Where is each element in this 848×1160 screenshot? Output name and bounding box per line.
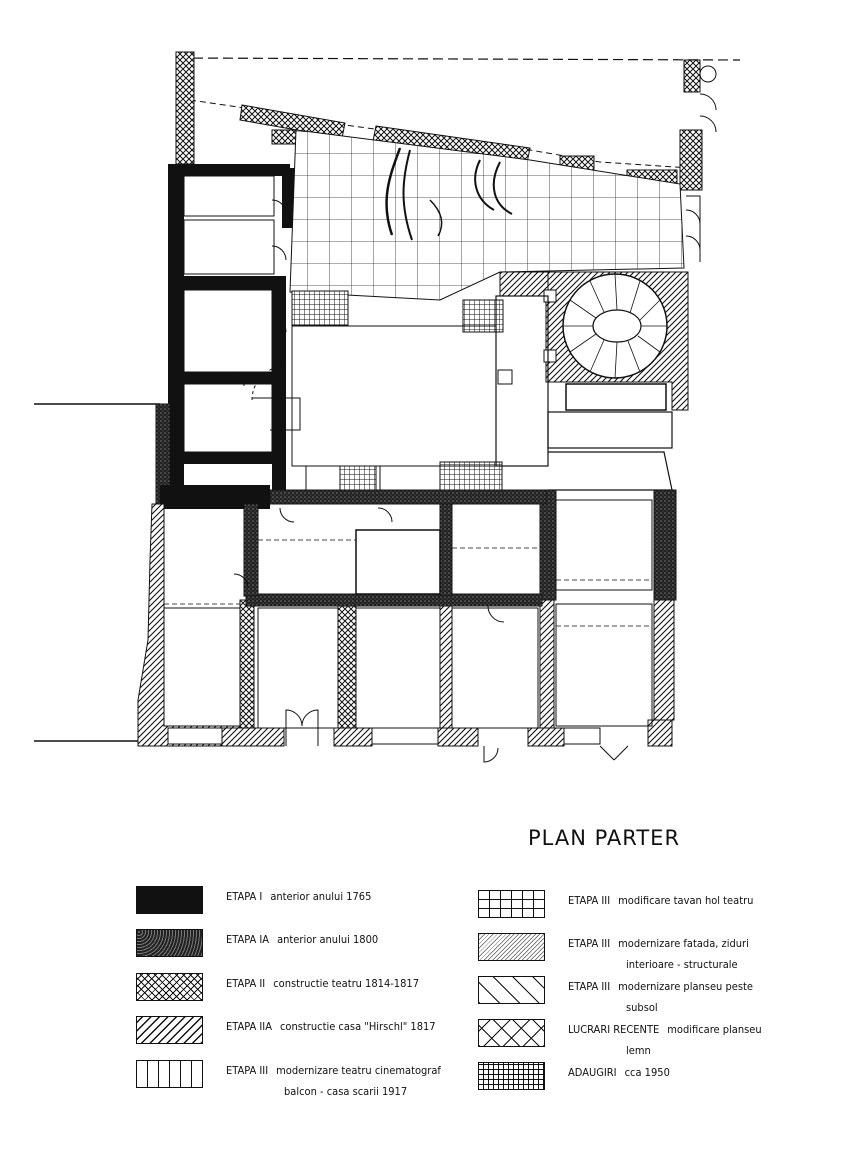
ne-corner-features <box>685 65 717 262</box>
legend-swatch-light-stipple <box>478 933 545 961</box>
legend-swatch-crosshatch <box>136 973 203 1001</box>
legend-text: modernizare fatada, ziduri <box>618 937 749 950</box>
legend-swatch-wide-diagonal <box>478 976 545 1004</box>
legend-code: ETAPA I <box>226 890 263 903</box>
legend-text: constructie casa "Hirschl" 1817 <box>279 1020 436 1033</box>
legend-text: modernizare teatru cinematograf <box>276 1064 441 1077</box>
legend-swatch-fine-grid <box>478 1062 545 1090</box>
east-wing-etapa-2a <box>497 271 689 411</box>
legend-text: anterior anului 1800 <box>277 933 379 946</box>
legend-swatch-vertical-lines <box>136 1060 203 1088</box>
legend-code: ETAPA III <box>568 894 611 907</box>
legend-code: ETAPA II <box>226 977 266 990</box>
legend-text: modificare tavan hol teatru <box>618 894 754 907</box>
legend-text: constructie teatru 1814-1817 <box>273 977 419 990</box>
legend-swatch-dense-stipple <box>136 929 203 957</box>
floor-plan <box>34 51 741 763</box>
legend-code: ETAPA IIA <box>226 1020 272 1033</box>
legend-code: ETAPA IA <box>226 933 270 946</box>
site-boundary <box>34 57 741 742</box>
plan-title: PLAN PARTER <box>528 826 681 850</box>
additions-adaugiri <box>291 290 504 495</box>
legend-swatch-diagonal-hatch <box>136 1016 203 1044</box>
legend-text-2: interioare - structurale <box>626 958 738 971</box>
east-lobby <box>495 295 673 491</box>
legend-text-2: subsol <box>626 1001 658 1014</box>
legend-code: ETAPA III <box>226 1064 269 1077</box>
legend-swatch-grid <box>478 890 545 918</box>
legend-text-2: lemn <box>626 1044 651 1057</box>
legend-text: modificare planseu <box>667 1023 762 1036</box>
legend-code: LUCRARI RECENTE <box>568 1023 660 1036</box>
west-wing-rooms <box>183 175 287 453</box>
legend-text: modernizare planseu peste <box>618 980 753 993</box>
legend-text-2: balcon - casa scarii 1917 <box>284 1085 408 1098</box>
legend-code: ETAPA III <box>568 937 611 950</box>
legend-swatch-wide-crosshatch <box>478 1019 545 1047</box>
legend-swatch-solid-black <box>136 886 203 914</box>
legend-text: anterior anului 1765 <box>270 890 372 903</box>
front-block <box>137 489 677 763</box>
legend-code: ETAPA III <box>568 980 611 993</box>
legend-code: ADAUGIRI <box>568 1066 617 1079</box>
legend-text: cca 1950 <box>624 1066 670 1079</box>
north-walls-etapa-2 <box>175 51 703 191</box>
west-wall-etapa-1 <box>155 164 296 509</box>
